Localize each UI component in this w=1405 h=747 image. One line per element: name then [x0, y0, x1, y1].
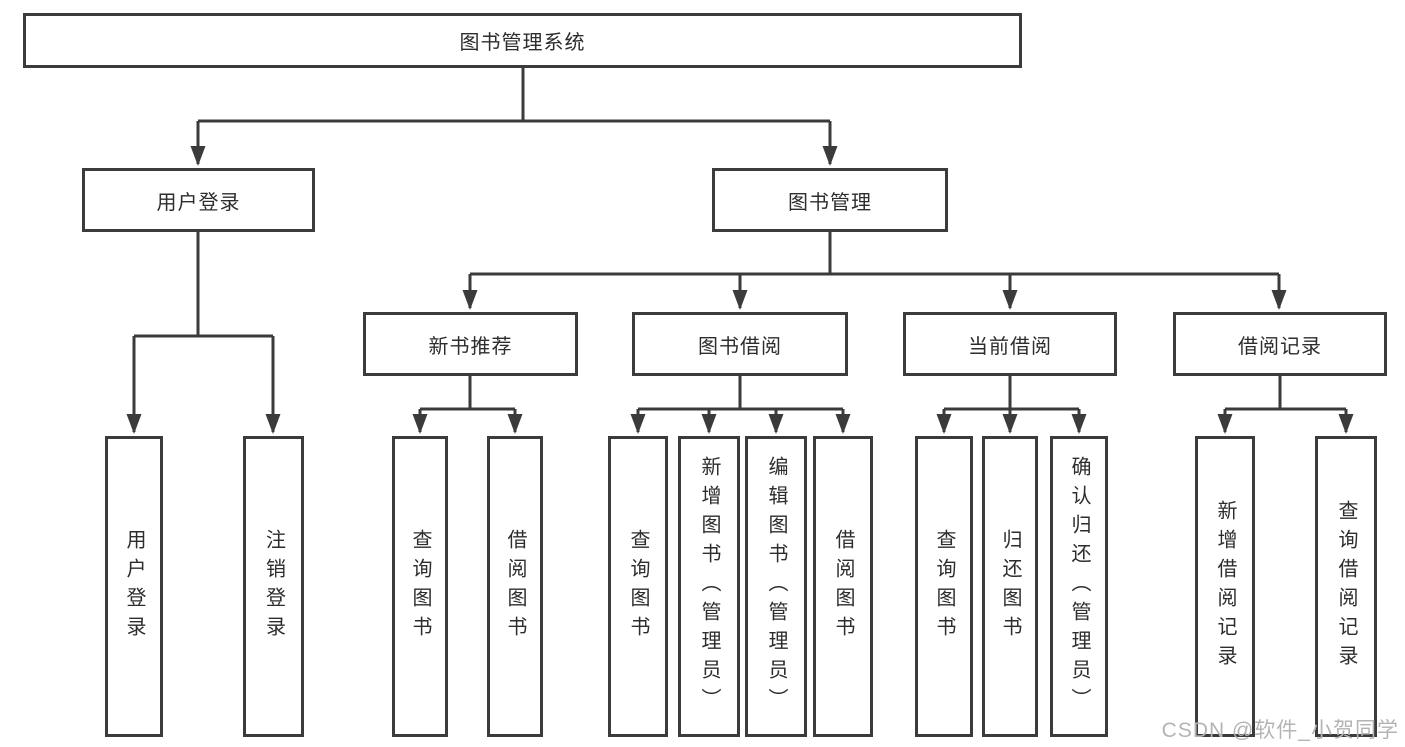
node-nbr-query-books: 查询图书: [392, 436, 448, 737]
node-br-query-record: 查询借阅记录: [1315, 436, 1377, 737]
node-user-login: 用户登录: [82, 168, 315, 232]
node-leaf-user-login: 用户登录: [105, 436, 163, 737]
node-current-borrow: 当前借阅: [903, 312, 1117, 376]
node-nbr-borrow-books: 借阅图书: [487, 436, 543, 737]
leaf-label: 查询借阅记录: [1335, 499, 1357, 674]
node-bb-edit-books-admin: 编辑图书（管理员）: [745, 436, 807, 737]
node-br-add-record: 新增借阅记录: [1195, 436, 1255, 737]
leaf-label: 查询图书: [409, 528, 431, 645]
node-bb-borrow-books: 借阅图书: [813, 436, 873, 737]
leaf-label: 用户登录: [123, 528, 145, 645]
csdn-watermark: CSDN @软件_小贺同学: [1161, 719, 1399, 742]
leaf-label: 编辑图书（管理员）: [765, 456, 787, 717]
node-cb-return-books: 归还图书: [982, 436, 1038, 737]
node-bb-query-books: 查询图书: [608, 436, 668, 737]
node-leaf-logout: 注销登录: [243, 436, 304, 737]
leaf-label: 借阅图书: [832, 528, 854, 645]
leaf-label: 确认归还（管理员）: [1068, 456, 1090, 717]
leaf-label: 新增借阅记录: [1214, 499, 1236, 674]
leaf-label: 查询图书: [627, 528, 649, 645]
node-root: 图书管理系统: [23, 13, 1022, 68]
node-borrow-records: 借阅记录: [1173, 312, 1387, 376]
leaf-label: 借阅图书: [504, 528, 526, 645]
node-cb-query-books: 查询图书: [915, 436, 973, 737]
node-new-book-recommend: 新书推荐: [363, 312, 578, 376]
leaf-label: 注销登录: [262, 528, 285, 645]
leaf-label: 查询图书: [933, 528, 955, 645]
leaf-label: 新增图书（管理员）: [698, 456, 720, 717]
node-cb-confirm-return-admin: 确认归还（管理员）: [1050, 436, 1108, 737]
node-bb-add-books-admin: 新增图书（管理员）: [678, 436, 740, 737]
leaf-label: 归还图书: [999, 528, 1021, 645]
node-book-borrow: 图书借阅: [632, 312, 848, 376]
node-book-management: 图书管理: [712, 168, 948, 232]
